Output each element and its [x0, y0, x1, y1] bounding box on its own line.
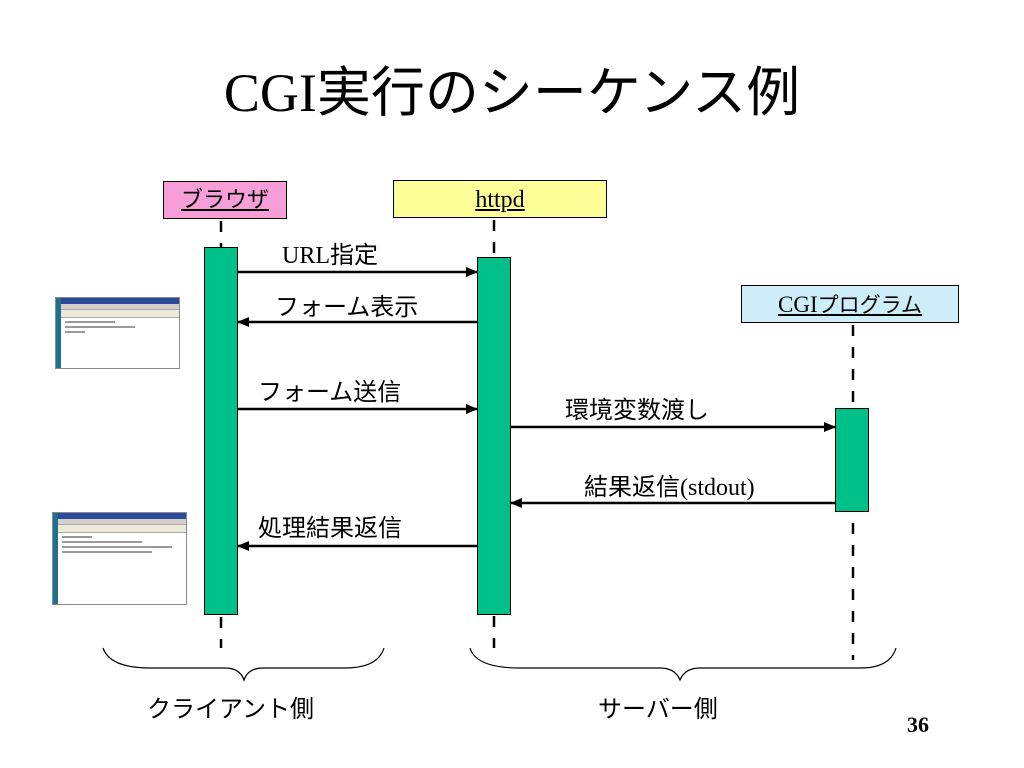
label-url: URL指定	[282, 240, 378, 271]
group-label-server: サーバー側	[598, 695, 718, 723]
cgi-jp-label: プログラム	[817, 293, 922, 317]
slide-title: CGI実行のシーケンス例	[223, 63, 801, 123]
participant-cgi-program: CGIプログラム	[741, 285, 959, 323]
label-form-display: フォーム表示	[275, 293, 419, 321]
participant-httpd: httpd	[393, 180, 607, 218]
group-label-client: クライアント側	[147, 695, 315, 723]
page-number: 36	[907, 712, 929, 737]
label-url-jp: 指定	[330, 241, 378, 269]
form-screenshot-thumbnail	[55, 297, 180, 369]
label-result-return-jp: 結果返信	[584, 473, 680, 501]
activation-cgi	[835, 408, 869, 512]
label-process-result: 処理結果返信	[258, 514, 402, 542]
result-screenshot-thumbnail	[52, 512, 187, 605]
label-result-return-latin: (stdout)	[680, 475, 755, 501]
participant-browser: ブラウザ	[163, 181, 287, 219]
label-form-send: フォーム送信	[258, 378, 402, 406]
label-result-return: 結果返信(stdout)	[584, 472, 755, 503]
activation-browser	[204, 247, 238, 615]
client-brace	[102, 647, 385, 682]
activation-httpd	[477, 257, 511, 615]
server-brace	[469, 647, 897, 682]
label-url-latin: URL	[282, 243, 330, 269]
label-env-pass: 環境変数渡し	[565, 396, 709, 424]
cgi-latin-label: CGI	[778, 292, 818, 317]
